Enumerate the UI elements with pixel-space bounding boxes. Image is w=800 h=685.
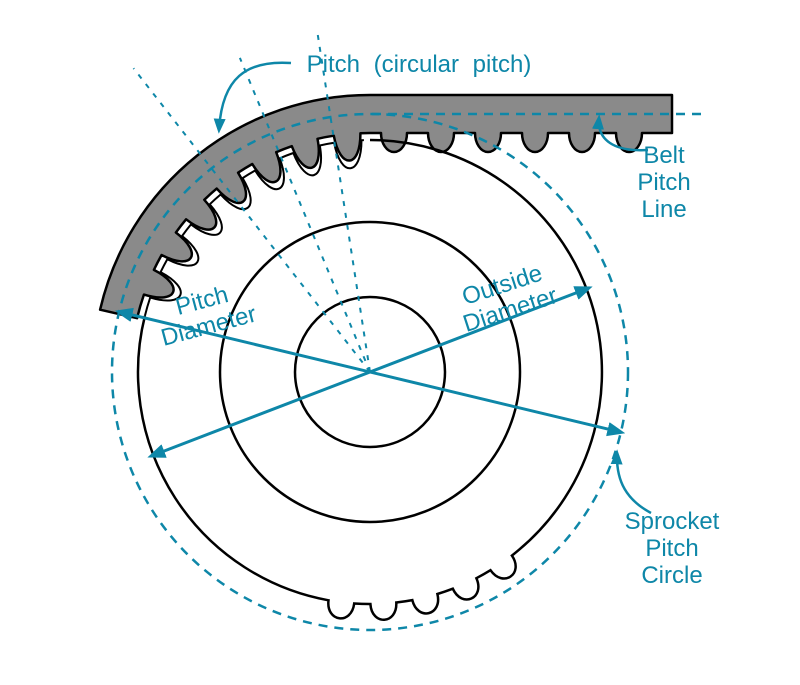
sprocket-pitch-circle-dashed [110,112,630,632]
sprocket-meshing-outline [143,139,364,317]
sprocket-pitch-circle-callout-arrow [610,449,652,515]
label-sprocket-pitch-circle: Sprocket Pitch Circle [625,508,720,589]
diagram-geometry [98,34,703,632]
label-belt-pitch-line-3: Line [641,196,686,223]
pitch-angle-ray-2 [238,57,371,373]
pitch-diameter-arrow [114,307,626,437]
label-belt-pitch-line-2: Pitch [637,169,690,196]
label-sprocket-pitch-circle-2: Pitch [645,535,698,562]
pitch-callout-arrow [213,61,292,134]
label-sprocket-pitch-circle-3: Circle [641,562,702,589]
timing-belt [98,93,674,320]
label-pitch-circular-pitch: Pitch (circular pitch) [307,51,532,78]
pitch-angle-ray-1 [316,34,371,373]
belt-pitch-line-callout-arrow [592,114,649,152]
label-sprocket-pitch-circle-1: Sprocket [625,508,720,535]
label-belt-pitch-line-1: Belt [643,142,685,169]
label-belt-pitch-line: Belt Pitch Line [637,142,690,223]
